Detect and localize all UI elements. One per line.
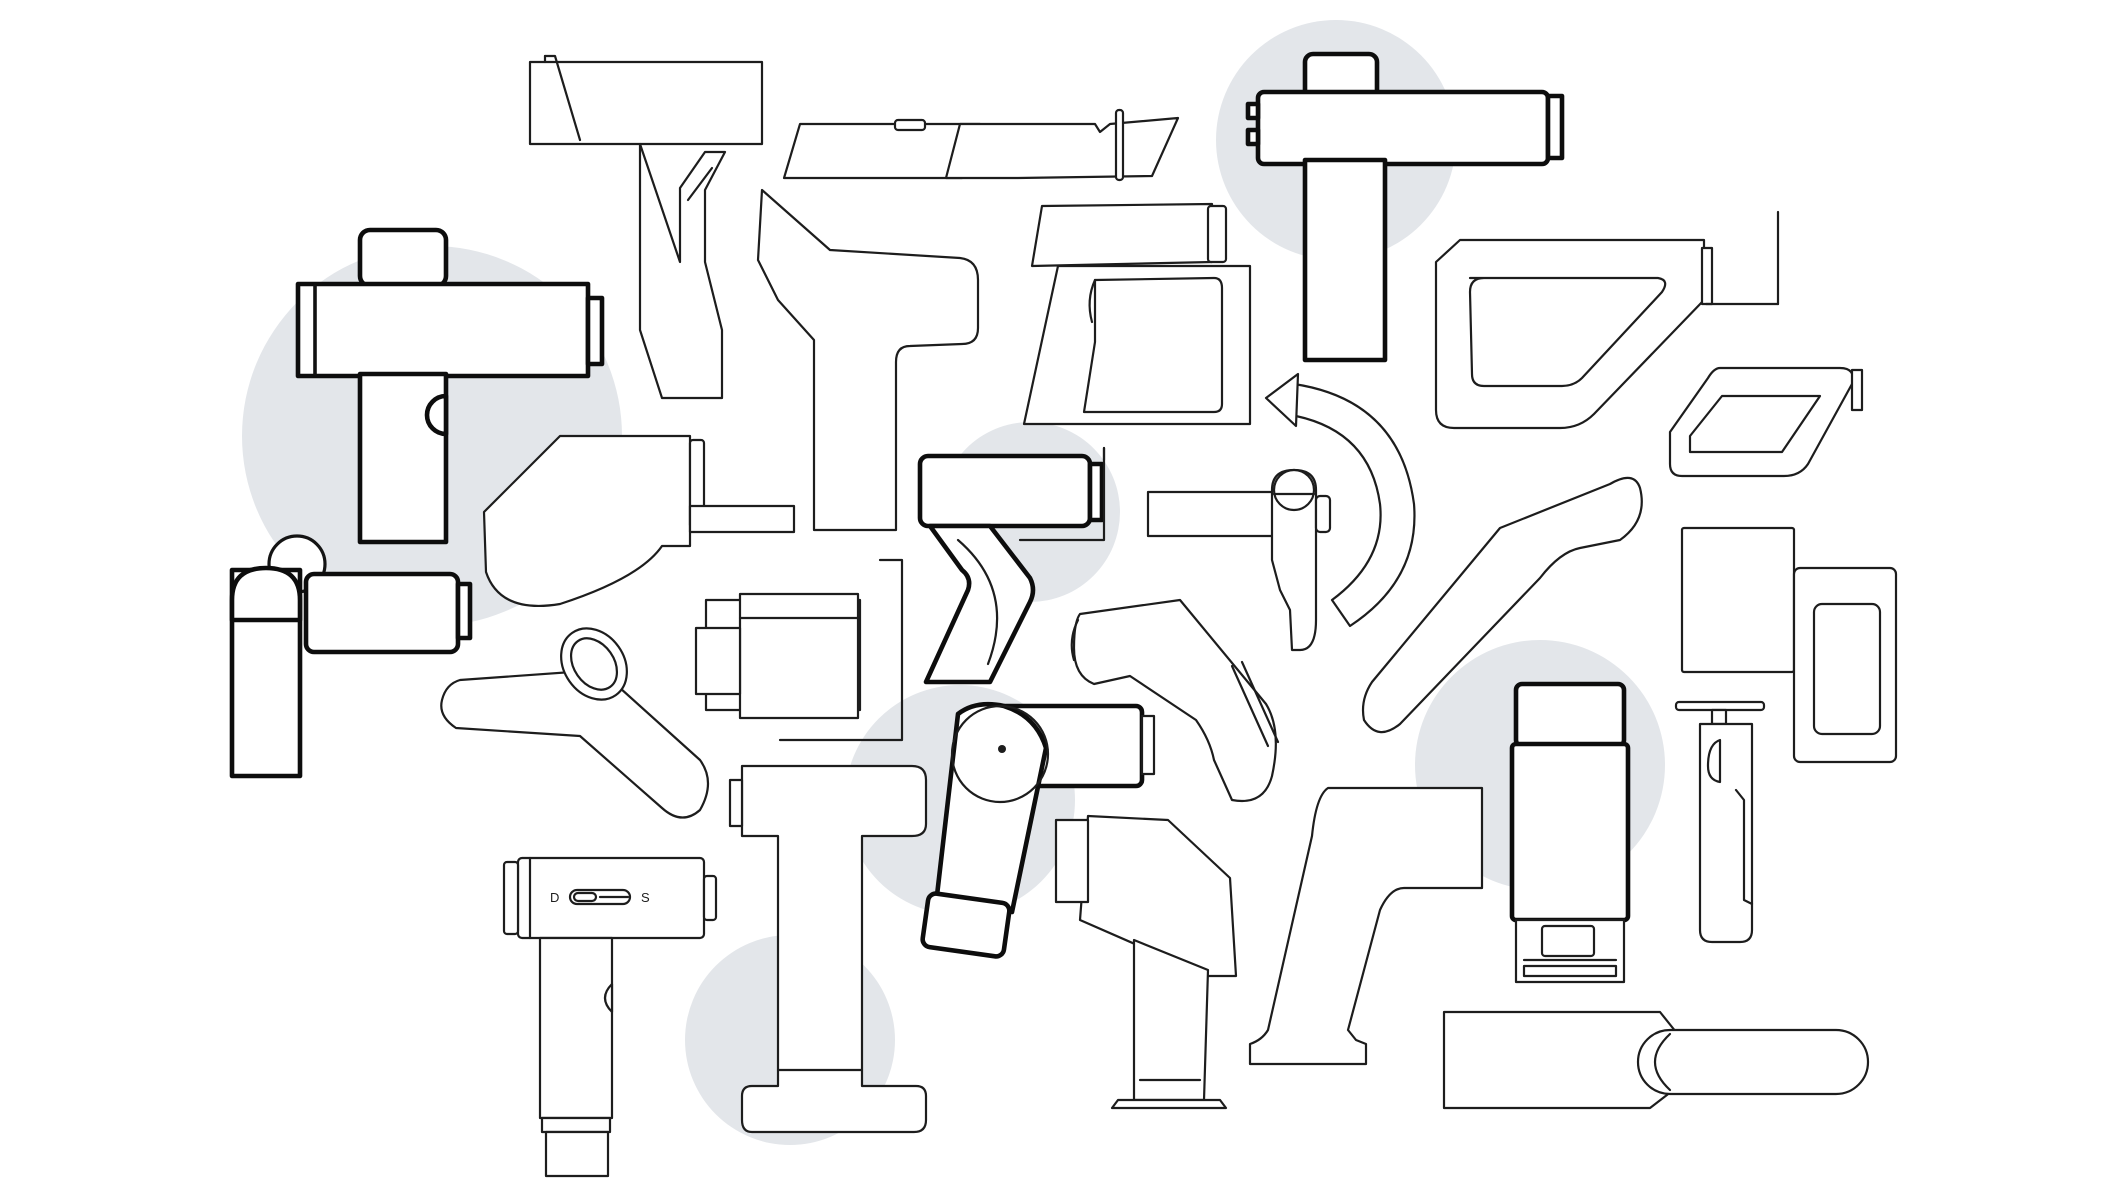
sketch-vertical-module: [1509, 681, 1631, 984]
sketch-y-gun: [756, 188, 980, 532]
sketch-speed-switch-gun: D S: [502, 856, 718, 1178]
sketch-slim-side-gun: [1674, 526, 1898, 944]
sketch-boxy-frame-gun: [694, 558, 904, 742]
sketch-pivot-arm: [1146, 372, 1416, 652]
sketch-d-head-gun: [482, 434, 796, 608]
sketch-trapezoid-grip-gun: [1022, 202, 1252, 426]
rotate-arrow-icon: [1264, 372, 1416, 628]
speed-switch[interactable]: D S: [550, 888, 650, 906]
sketch-i-beam-grip: [728, 764, 928, 1134]
sketch-capsule-head-gun: [1442, 1010, 1870, 1110]
speed-switch-right-label: S: [641, 890, 650, 905]
sketch-t-gun-left: [295, 227, 605, 545]
sketch-bent-tube-gun: [440, 627, 710, 819]
sketch-blade-cartridges: [782, 108, 1180, 182]
sketch-bent-arm-tube: [1070, 598, 1280, 803]
sketch-pivot-tube-gun: [920, 701, 1156, 959]
sketch-l-profile-grip: [1248, 786, 1484, 1066]
sketch-t-gun-top-right: [1245, 51, 1565, 363]
sketch-angled-head-lower: [1054, 814, 1238, 1110]
sketch-dual-module-gun: [229, 534, 473, 779]
sketch-z-gun: [917, 446, 1106, 685]
speed-switch-left-label: D: [550, 890, 559, 905]
sketch-angled-head-gun: [528, 54, 764, 400]
sketch-hex-loop: [1668, 366, 1864, 478]
sketch-loop-frame: [1434, 210, 1780, 430]
sketch-boomerang-grip: [1361, 476, 1643, 734]
